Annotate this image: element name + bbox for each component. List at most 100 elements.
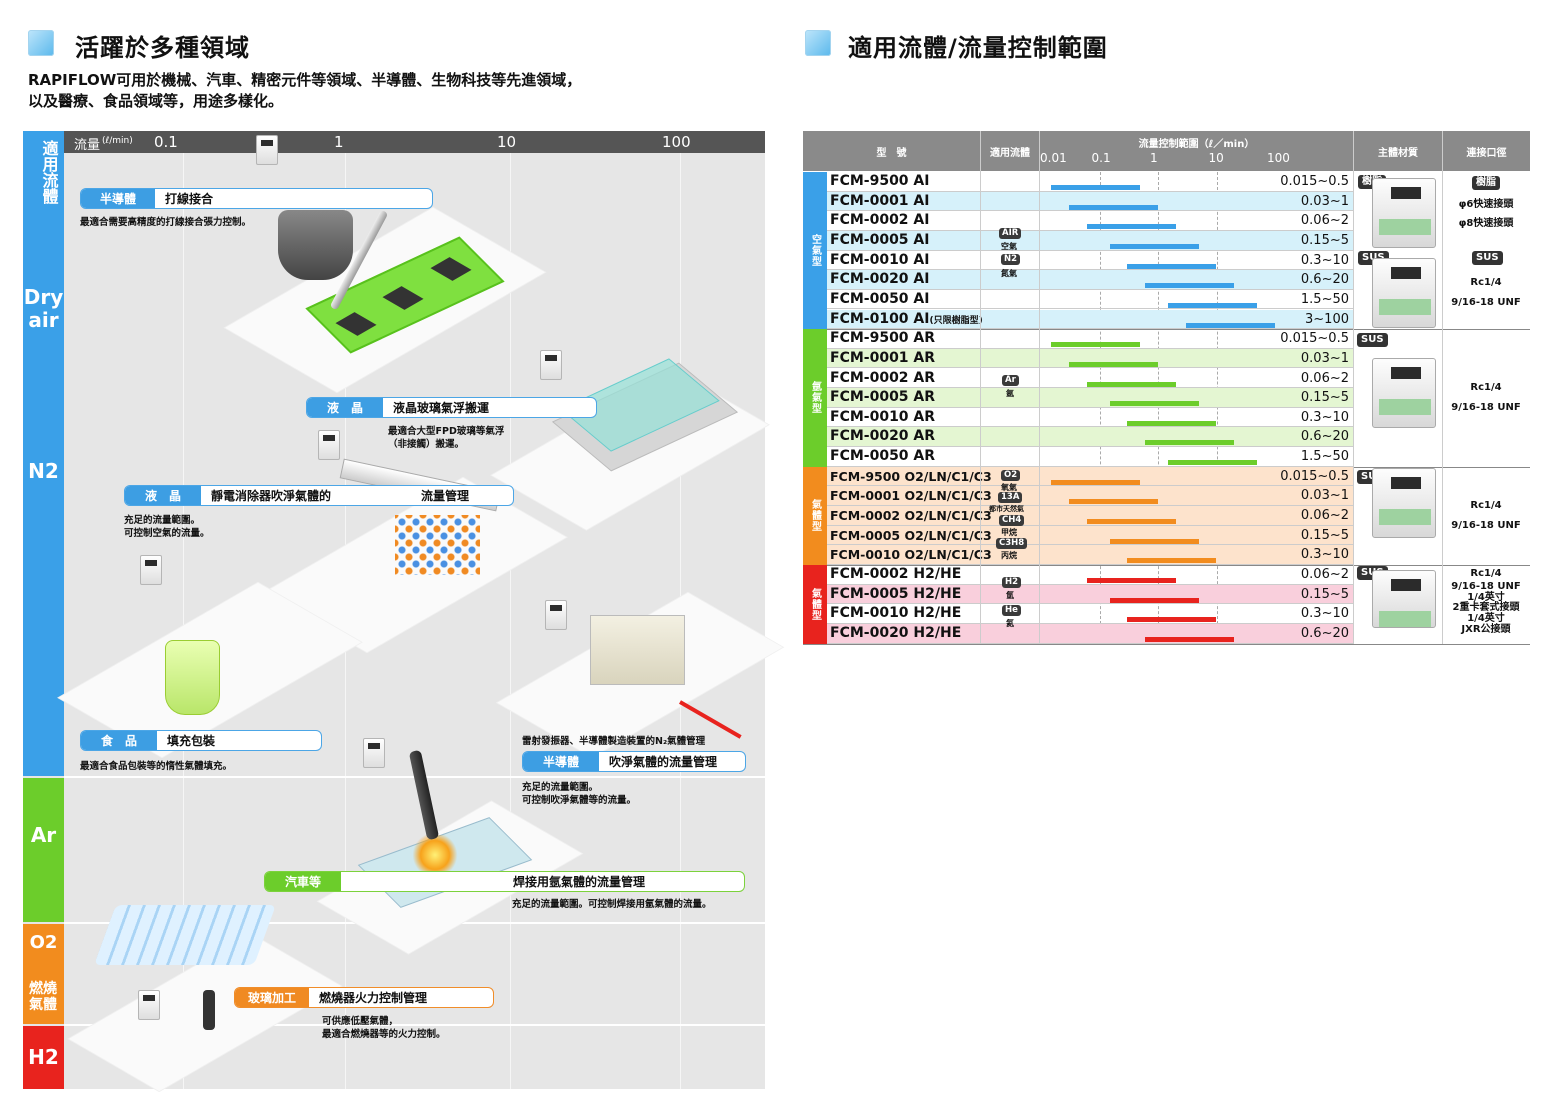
app-label: 焊接用氬氣體的流量管理	[513, 875, 646, 889]
range-bar	[1185, 322, 1275, 328]
group-label: 空氣型	[803, 172, 827, 330]
flow-label: 流量	[74, 138, 101, 153]
band-label-ar: Ar	[30, 823, 57, 847]
flow-scale-bar: 流量 (ℓ/min) 0.1 1 10 100	[64, 131, 765, 153]
range-bar	[1086, 224, 1176, 230]
table-row	[827, 486, 1353, 506]
band-label-h2: H2	[28, 1045, 59, 1069]
app-tag: 半導體	[81, 189, 155, 208]
header-model: 型 號	[803, 131, 980, 171]
band-label-o2: O2	[29, 932, 58, 953]
group-separator	[803, 643, 1530, 645]
model-name: FCM-0002 AI	[830, 212, 930, 229]
range-bar	[1168, 302, 1258, 308]
laser-box	[590, 615, 685, 685]
flow-tick-10: 10	[497, 133, 517, 151]
model-name: FCM-0002 H2/HE	[830, 566, 962, 582]
table-row	[827, 211, 1353, 231]
range-bar	[1145, 636, 1235, 642]
range-value: 0.015~0.5	[1280, 174, 1349, 189]
model-note: (只限樹脂型)	[929, 315, 983, 326]
model-name: FCM-0010 AI	[830, 251, 930, 268]
model-name: FCM-0001 O2/LN/C1/C3	[830, 488, 992, 504]
fluid-badge-air: AIR	[999, 228, 1022, 239]
flow-tick-100: 100	[662, 133, 691, 151]
app-desc: 最適合大型FPD玻璃等氣浮	[388, 426, 505, 437]
bonding-head	[278, 210, 353, 280]
flow-gridline	[510, 153, 511, 1089]
range-value: 0.03~1	[1300, 193, 1349, 209]
model-name: FCM-0005 O2/LN/C1/C3	[830, 527, 992, 543]
app-label: 液晶玻璃氣浮搬運	[393, 401, 490, 415]
range-bar	[1109, 597, 1199, 603]
flow-controller-icon	[256, 135, 278, 165]
band-air	[23, 131, 64, 776]
range-bar	[1068, 499, 1158, 505]
model-name: FCM-0010 AR	[830, 408, 936, 425]
band-h2	[23, 1026, 64, 1089]
app-tag: 食 品	[81, 731, 157, 750]
range-bar	[1086, 381, 1176, 387]
app-tag: 半導體	[523, 752, 599, 771]
range-gridline	[1099, 172, 1101, 644]
model-name: FCM-0002 AR	[830, 369, 936, 386]
column-separator	[1442, 131, 1443, 644]
conn-value: Rc1/4	[1470, 382, 1502, 393]
header-connection: 連接口徑	[1443, 131, 1530, 171]
range-value: 0.03~1	[1300, 488, 1349, 504]
table-row	[827, 525, 1353, 546]
app-tag: 汽車等	[265, 872, 341, 891]
range-value: 1.5~50	[1300, 449, 1349, 465]
app-label-2: 流量管理	[421, 489, 470, 503]
model-name: FCM-0020 AI	[830, 271, 930, 288]
fluid-13a: 都市天然氣	[989, 505, 1024, 513]
fluid-badge-c3h8: C3H8	[996, 538, 1028, 549]
conn-sus-badge: SUS	[1472, 251, 1503, 265]
range-value: 0.15~5	[1300, 586, 1349, 602]
food-bag	[165, 640, 220, 715]
flow-controller-icon	[140, 555, 162, 585]
app-desc: 充足的流量範圍。可控制焊接用氬氣體的流量。	[512, 899, 712, 910]
fluid-n2: 氮氣	[1001, 269, 1017, 278]
table-row	[827, 369, 1353, 389]
range-bar	[1086, 578, 1176, 583]
table-row	[827, 447, 1353, 467]
intro-line-1: RAPIFLOW可用於機械、汽車、精密元件等領域、半導體、生物科技等先進領域，	[28, 71, 582, 89]
fluid-c3h8: 丙烷	[1001, 551, 1017, 560]
flow-controller-icon	[540, 350, 562, 380]
fluid-h2: 氫	[1006, 591, 1014, 600]
conn-value: 9/16-18 UNF	[1451, 520, 1521, 531]
model-name: FCM-0005 H2/HE	[830, 585, 962, 602]
table-row	[827, 408, 1353, 428]
range-tick-label: 1	[1150, 151, 1158, 165]
conn-value: 1/4英寸	[1467, 613, 1505, 624]
fluid-badge-n2: N2	[1001, 254, 1021, 265]
range-value: 0.15~5	[1300, 390, 1349, 406]
model-name: FCM-0020 H2/HE	[830, 624, 962, 641]
conn-value: 9/16-18 UNF	[1451, 581, 1521, 592]
conn-value: 9/16-18 UNF	[1451, 402, 1521, 413]
range-bar	[1051, 342, 1141, 348]
range-value: 0.3~10	[1300, 606, 1349, 622]
glass-tubes	[94, 905, 276, 965]
app-purge: 半導體 吹淨氣體的流量管理	[522, 751, 746, 772]
product-image	[1372, 468, 1436, 538]
group-label: 氣體型	[803, 466, 827, 565]
range-bar	[1051, 479, 1141, 485]
range-value: 0.06~2	[1300, 567, 1349, 582]
table-row	[827, 251, 1353, 271]
app-label: 吹淨氣體的流量管理	[609, 755, 718, 769]
app-welding: 汽車等 焊接用氬氣體的流量管理	[264, 871, 745, 892]
band-divider	[64, 1024, 765, 1026]
fluid-he: 氦	[1006, 619, 1014, 628]
fluid-badge-o2: O2	[1001, 470, 1021, 481]
app-label: 填充包裝	[167, 734, 216, 748]
table-row	[827, 230, 1353, 251]
fluid-ch4: 甲烷	[1001, 528, 1017, 537]
fluid-badge-ar: Ar	[1002, 375, 1019, 386]
flow-gridline	[183, 153, 184, 1089]
range-gridline	[1216, 172, 1218, 644]
product-image	[1372, 570, 1436, 628]
header-material: 主體材質	[1354, 131, 1442, 171]
